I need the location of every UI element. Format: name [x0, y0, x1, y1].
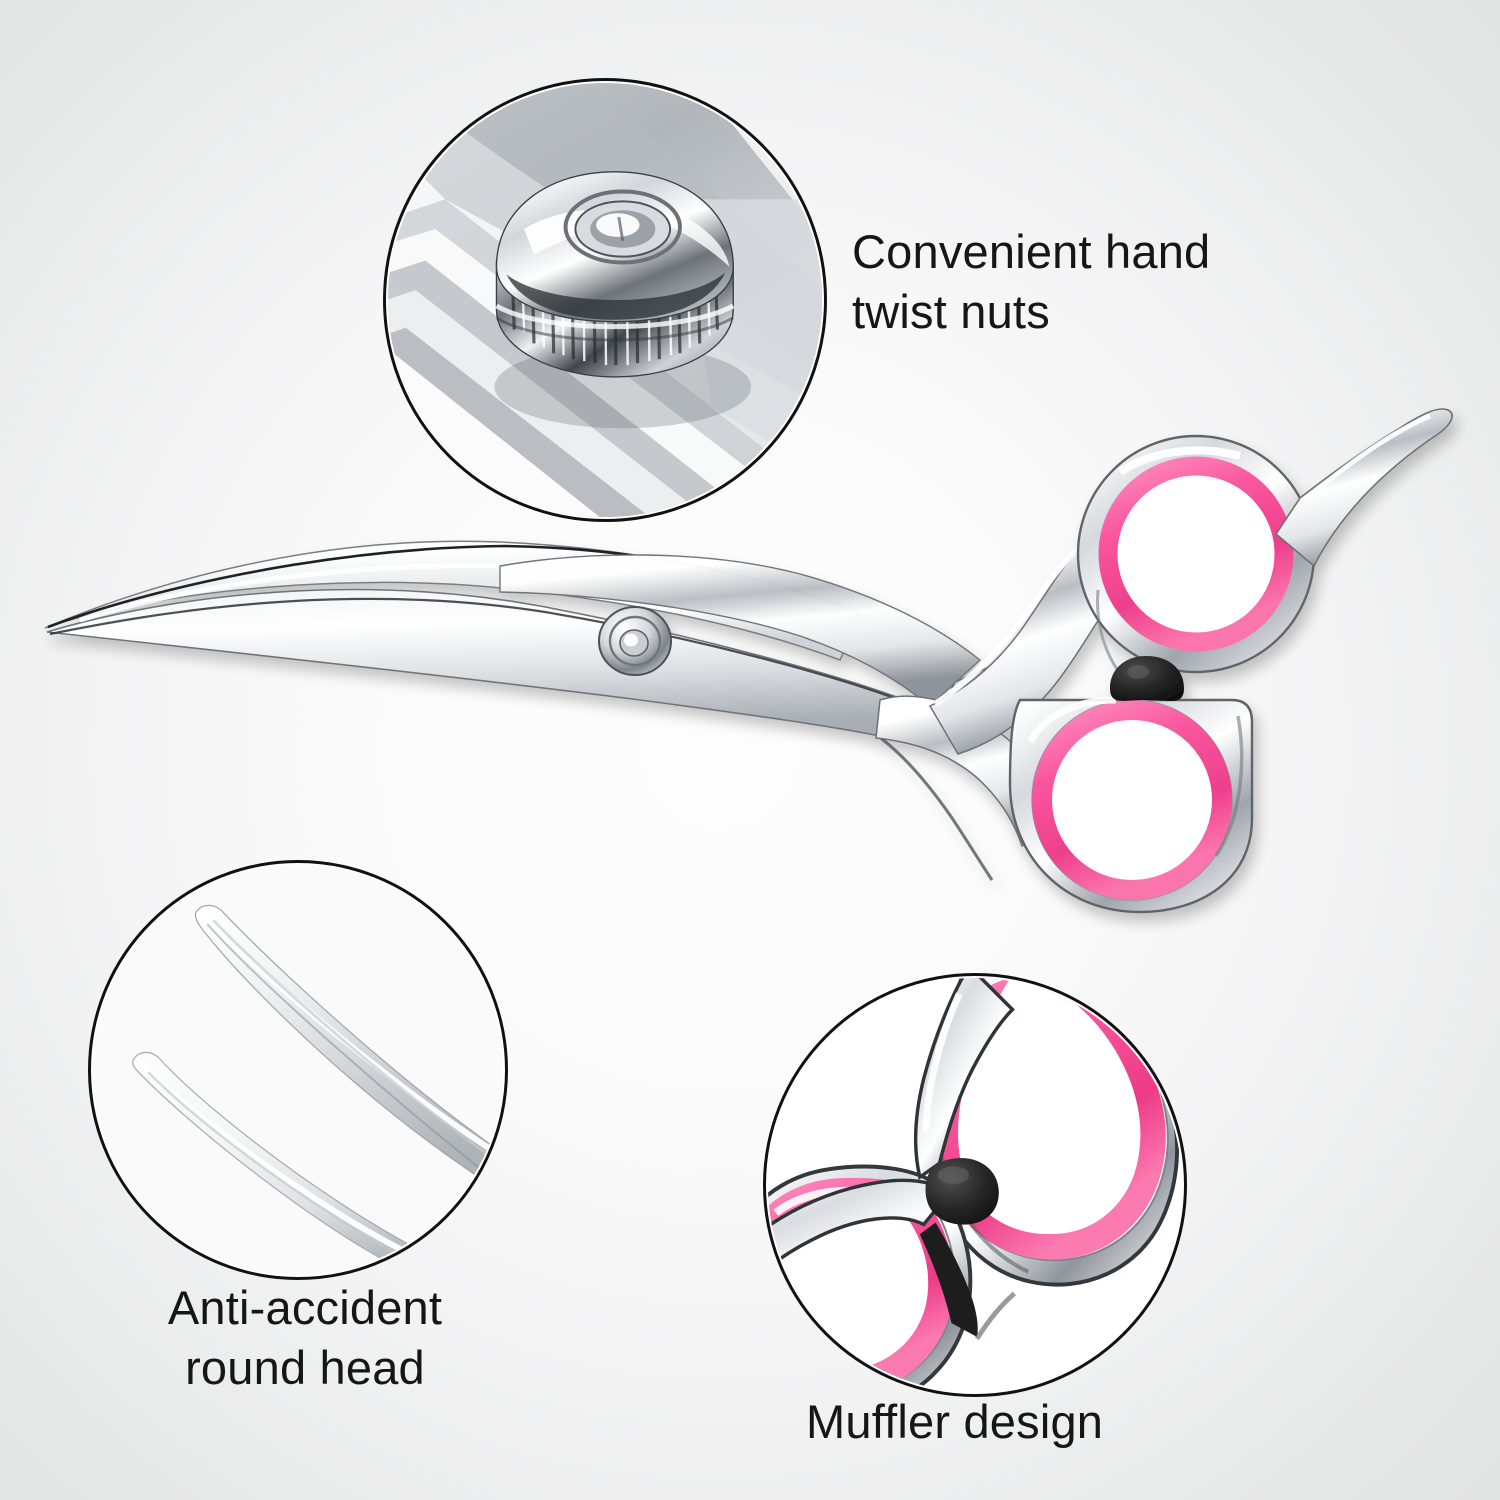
- inset-tension-nut: [383, 78, 827, 522]
- lower-shank: [875, 659, 1066, 881]
- muffler-bumper-zoom: [925, 1157, 999, 1225]
- muffler-illustration: [767, 977, 1183, 1393]
- upper-blade: [44, 540, 864, 661]
- blade-shoulder: [499, 554, 982, 707]
- pivot-screw[interactable]: [598, 606, 672, 676]
- inset-blade-tips: [88, 860, 508, 1280]
- inset-muffler: [763, 973, 1187, 1397]
- lower-blade: [46, 588, 907, 737]
- tang-hook: [1274, 408, 1453, 568]
- upper-shank: [928, 537, 1124, 755]
- tension-nut-illustration: [387, 82, 823, 518]
- callout-convenient-hand-twist-nuts: Convenient hand twist nuts: [852, 225, 1211, 339]
- blade-tips-illustration: [92, 864, 504, 1276]
- callout-muffler-design: Muffler design: [806, 1395, 1104, 1448]
- callout-anti-accident-round-head: Anti-accident round head: [167, 1281, 443, 1395]
- rubber-muffler: [1110, 656, 1184, 701]
- upper-finger-ring: [1076, 434, 1316, 724]
- lower-finger-ring: [1008, 696, 1254, 914]
